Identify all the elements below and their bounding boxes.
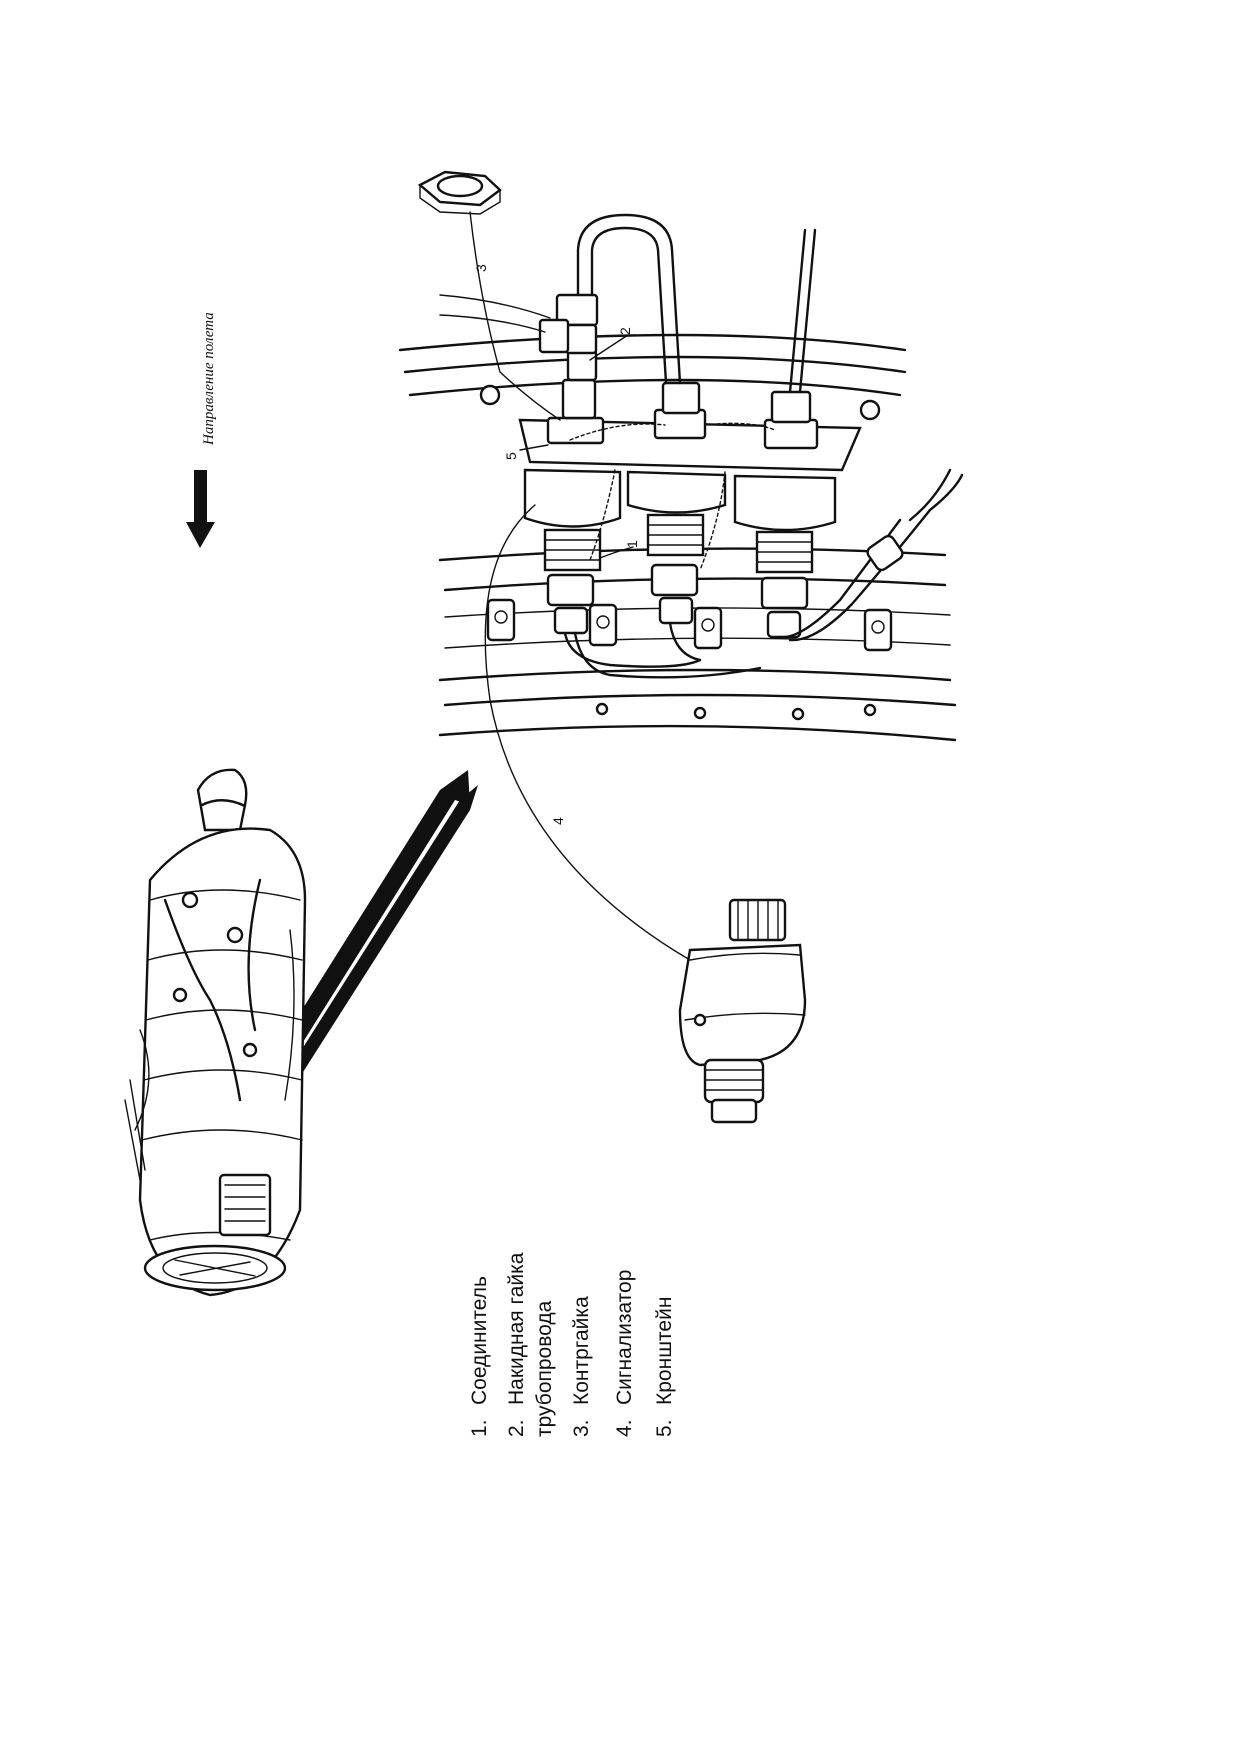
ring-bolts [479,384,881,721]
legend-item-5-num: 5. [653,1419,676,1437]
callout-leaders [469,211,691,961]
legend-item-5-text: Кронштейн [653,1297,676,1405]
legend-item-4-text: Сигнализатор [613,1270,636,1405]
tubes [439,213,817,394]
wiring-harness [563,468,964,679]
legend: 1. Соединитель 2. Накидная гайка трубопр… [468,1252,676,1437]
legend-item-2-text-cont: трубопровода [533,1300,556,1437]
sensor-exploded [678,898,807,1124]
callout-2: 2 [617,327,633,335]
lock-wire [569,422,776,571]
legend-item-1-num: 1. [468,1419,491,1437]
callout-3: 3 [473,264,489,272]
flight-direction-arrow [186,470,215,548]
engine-overview [124,768,307,1297]
pipe-fittings [538,293,819,450]
legend-item-3-num: 3. [570,1419,593,1437]
callout-1: 1 [624,540,640,548]
ring-lugs [486,598,893,652]
flight-direction-label: Направление полета [201,312,217,446]
legend-item-2-num: 2. [505,1419,528,1437]
legend-item-3-text: Контргайка [570,1296,593,1405]
callout-5: 5 [503,452,519,460]
sensor-bodies [523,468,837,574]
callout-4: 4 [550,817,566,825]
legend-item-2-text: Накидная гайка [505,1252,528,1405]
connectors [546,563,809,639]
legend-item-4-num: 4. [613,1419,636,1437]
locknut-exploded [417,170,502,215]
legend-item-1-text: Соединитель [468,1276,491,1405]
